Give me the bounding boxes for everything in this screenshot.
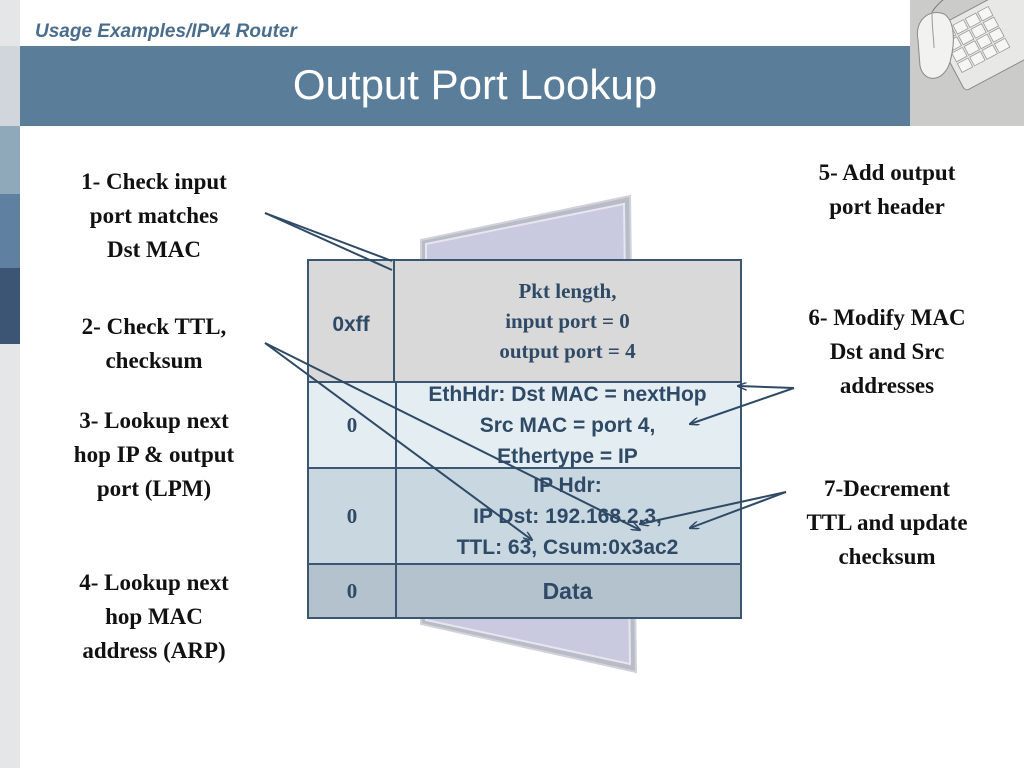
strip-block-1 xyxy=(0,46,20,126)
ctrl-value: 0 xyxy=(346,579,358,603)
connector-step-1 xyxy=(264,212,393,271)
left-accent-strip xyxy=(0,0,20,768)
connector-step-6 xyxy=(738,386,795,388)
annotation-step-6: 6- Modify MAC Dst and Src addresses xyxy=(808,305,966,398)
packet-row-ip: 0 IP Hdr: IP Dst: 192.168.2.3, TTL: 63, … xyxy=(307,467,742,565)
annotation-step-5: 5- Add output port header xyxy=(818,160,956,219)
connector-step-6 xyxy=(690,387,795,424)
packet-row-data: 0 Data xyxy=(307,563,742,619)
breadcrumb: Usage Examples/IPv4 Router xyxy=(35,21,297,42)
connector-step-2 xyxy=(264,342,640,530)
connector-step-7 xyxy=(690,491,787,528)
data-cell: Pkt length, input port = 0 output port =… xyxy=(499,279,636,363)
annotation-step-7: 7-Decrement TTL and update checksum xyxy=(806,476,968,569)
ctrl-cell: 0xff xyxy=(309,261,395,381)
annotation-step-1: 1- Check input port matches Dst MAC xyxy=(81,169,227,262)
ctrl-cell: 0 xyxy=(309,383,397,467)
connector-step-1 xyxy=(264,212,393,262)
top-bar xyxy=(20,0,910,46)
annotation-step-4: 4- Lookup next hop MAC address (ARP) xyxy=(79,570,229,663)
ctrl-cell: 0 xyxy=(309,565,397,617)
data-cell: EthHdr: Dst MAC = nextHop Src MAC = port… xyxy=(428,382,707,468)
annotation-step-3: 3- Lookup next hop IP & output port (LPM… xyxy=(73,408,235,501)
page-title: Output Port Lookup xyxy=(292,61,658,108)
connector-step-7 xyxy=(640,491,787,524)
ctrl-value: 0 xyxy=(346,504,358,528)
title-bar xyxy=(20,46,910,126)
strip-block-4 xyxy=(0,268,20,344)
packet-row-header: 0xff Pkt length, input port = 0 output p… xyxy=(307,259,742,383)
strip-block-3 xyxy=(0,194,20,268)
data-cell: Data xyxy=(542,577,593,604)
connector-step-2 xyxy=(264,342,532,540)
strip-block-2 xyxy=(0,126,20,194)
ctrl-cell: 0 xyxy=(309,469,397,563)
packet-table: 0xff Pkt length, input port = 0 output p… xyxy=(307,259,744,619)
ctrl-value: 0 xyxy=(346,413,358,437)
ctrl-value: 0xff xyxy=(332,313,370,336)
packet-row-eth: 0 EthHdr: Dst MAC = nextHop Src MAC = po… xyxy=(307,381,742,469)
keyboard-mouse-photo xyxy=(910,0,1024,126)
data-cell: IP Hdr: IP Dst: 192.168.2.3, TTL: 63, Cs… xyxy=(456,473,679,559)
annotation-step-2: 2- Check TTL, checksum xyxy=(81,314,227,373)
